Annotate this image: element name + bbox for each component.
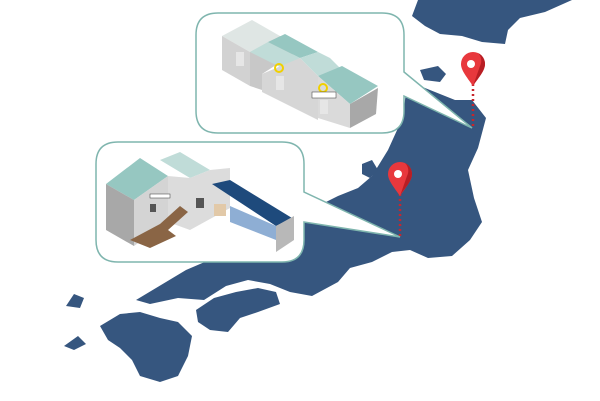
japan-map [64, 0, 572, 382]
northern-location-pin[interactable] [461, 52, 486, 86]
hokkaido [412, 0, 572, 44]
map-pin-icon [461, 52, 485, 86]
small-island-1 [66, 294, 84, 308]
sado-island [362, 160, 378, 178]
map-pin-icon [388, 162, 412, 196]
northern-facility-callout[interactable] [195, 12, 473, 134]
northern-island [420, 66, 446, 82]
honshu [136, 86, 486, 304]
kyushu [100, 312, 192, 382]
warehouse-illustration [222, 20, 378, 128]
small-island-2 [64, 336, 86, 350]
central-facility-callout[interactable] [95, 141, 401, 263]
factory-illustration [106, 152, 294, 252]
central-location-pin[interactable] [388, 162, 413, 196]
shikoku [196, 288, 280, 332]
